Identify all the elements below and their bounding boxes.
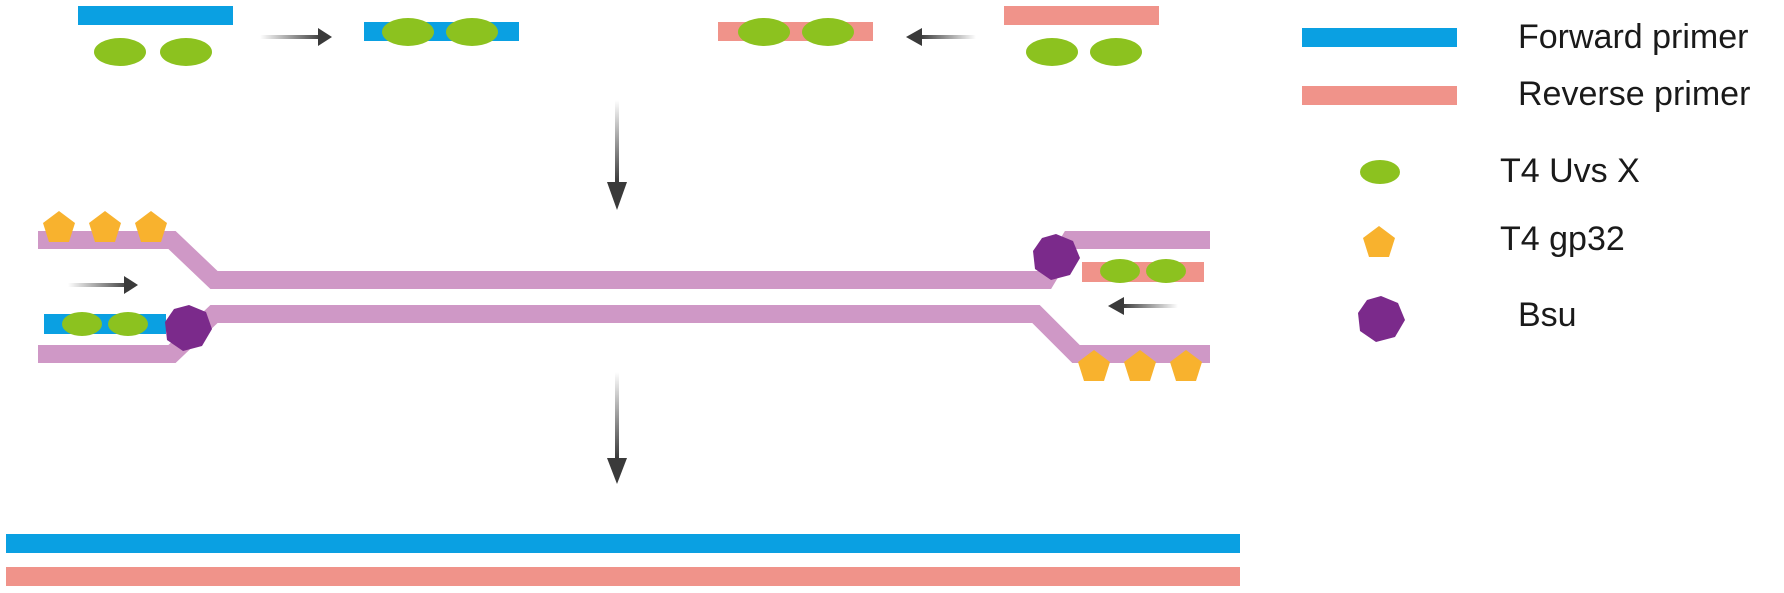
step1-forward-primer-free	[78, 6, 233, 66]
legend-label-forward-primer: Forward primer	[1518, 18, 1748, 56]
legend-item-bsu: Bsu	[1358, 296, 1577, 342]
uvsx-icon	[446, 18, 498, 46]
uvsx-icon	[1026, 38, 1078, 66]
gp32-icon	[89, 211, 121, 242]
reverse-primer-swatch	[1302, 86, 1457, 105]
uvsx-icon	[160, 38, 212, 66]
legend-item-reverse-primer: Reverse primer	[1302, 75, 1750, 113]
gp32-icon	[1170, 350, 1202, 381]
gp32-icon	[1124, 350, 1156, 381]
uvsx-icon	[1100, 259, 1140, 283]
gp32-icon	[1078, 350, 1110, 381]
step1-forward-primer-loaded	[364, 18, 519, 46]
legend-label-bsu: Bsu	[1518, 296, 1577, 334]
reverse-strand-product	[6, 567, 1240, 586]
legend-label-gp32: T4 gp32	[1500, 220, 1625, 258]
step1-reverse-primer-free	[1004, 6, 1159, 66]
bsu-icon	[1358, 296, 1405, 342]
arrow-down-icon	[607, 100, 627, 210]
legend: Forward primer Reverse primer T4 Uvs X T…	[1302, 18, 1750, 342]
legend-label-reverse-primer: Reverse primer	[1518, 75, 1750, 113]
bsu-icon	[1033, 234, 1080, 280]
arrow-right-icon	[260, 28, 332, 46]
gp32-icon	[1363, 226, 1395, 257]
legend-label-uvsx: T4 Uvs X	[1500, 152, 1640, 190]
gp32-icon	[135, 211, 167, 242]
uvsx-icon	[1360, 160, 1400, 184]
uvsx-icon	[94, 38, 146, 66]
uvsx-icon	[62, 312, 102, 336]
gp32-icon	[43, 211, 75, 242]
gp32-left-group	[43, 211, 167, 242]
gp32-right-group	[1078, 350, 1202, 381]
bsu-icon	[165, 305, 212, 351]
legend-item-gp32: T4 gp32	[1363, 220, 1625, 258]
reverse-primer-invading	[1033, 234, 1204, 283]
uvsx-icon	[108, 312, 148, 336]
forward-strand-product	[6, 534, 1240, 553]
step1-reverse-primer-loaded	[718, 18, 873, 46]
uvsx-icon	[382, 18, 434, 46]
reverse-primer-bar	[1004, 6, 1159, 25]
uvsx-icon	[802, 18, 854, 46]
arrow-right-icon	[68, 276, 138, 294]
forward-primer-invading	[44, 305, 212, 351]
template-strand-bottom	[38, 305, 1210, 363]
forward-primer-swatch	[1302, 28, 1457, 47]
uvsx-icon	[738, 18, 790, 46]
arrow-down-icon	[607, 372, 627, 484]
legend-item-uvsx: T4 Uvs X	[1360, 152, 1640, 190]
uvsx-icon	[1090, 38, 1142, 66]
arrow-left-icon	[906, 28, 976, 46]
arrow-left-icon	[1108, 297, 1178, 315]
amplified-product	[6, 534, 1240, 586]
legend-item-forward-primer: Forward primer	[1302, 18, 1748, 56]
forward-primer-bar	[78, 6, 233, 25]
uvsx-icon	[1146, 259, 1186, 283]
